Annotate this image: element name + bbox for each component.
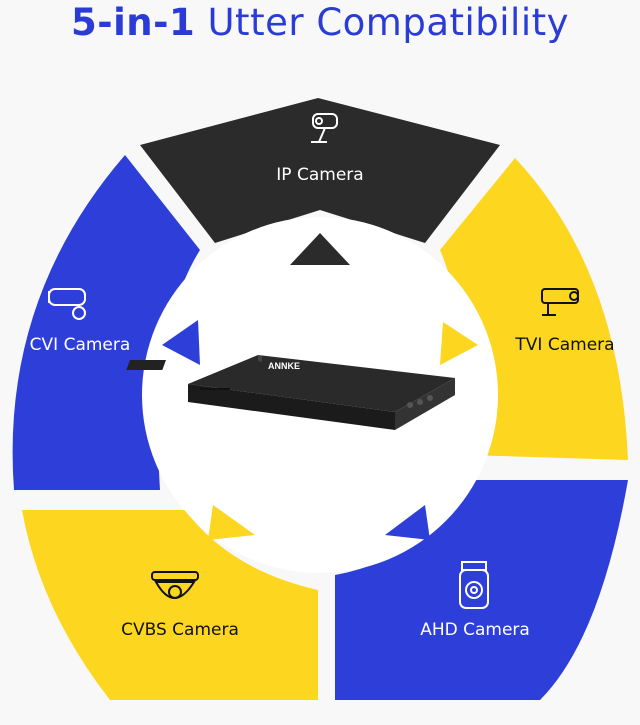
page-title: 5-in-1 Utter Compatibility [0,0,640,52]
title-light: Utter Compatibility [195,1,570,44]
pointer-cvbs [208,505,255,540]
dvr-brand-label: ANNKE [268,361,300,371]
label-cvbs-camera: CVBS Camera [121,620,239,640]
bullet-camera-icon [48,288,86,320]
bullet-camera-icon [311,113,338,143]
label-tvi-camera: TVI Camera [515,335,615,355]
pointer-ahd [385,505,430,540]
pointer-ip [290,233,350,265]
label-ip-camera: IP Camera [276,165,364,185]
label-cvi-camera: CVI Camera [29,335,131,355]
pointer-tvi [440,322,478,365]
segment-ip-camera [140,98,500,243]
bullet-camera-icon [541,288,579,316]
segment-cvbs-camera [22,510,318,700]
label-ahd-camera: AHD Camera [420,620,530,640]
pointer-cvi [162,320,200,365]
dvr-device: ANNKE [126,355,455,430]
dome-camera-icon [151,571,199,599]
turret-camera-icon [459,561,489,609]
title-bold: 5-in-1 [70,1,196,44]
